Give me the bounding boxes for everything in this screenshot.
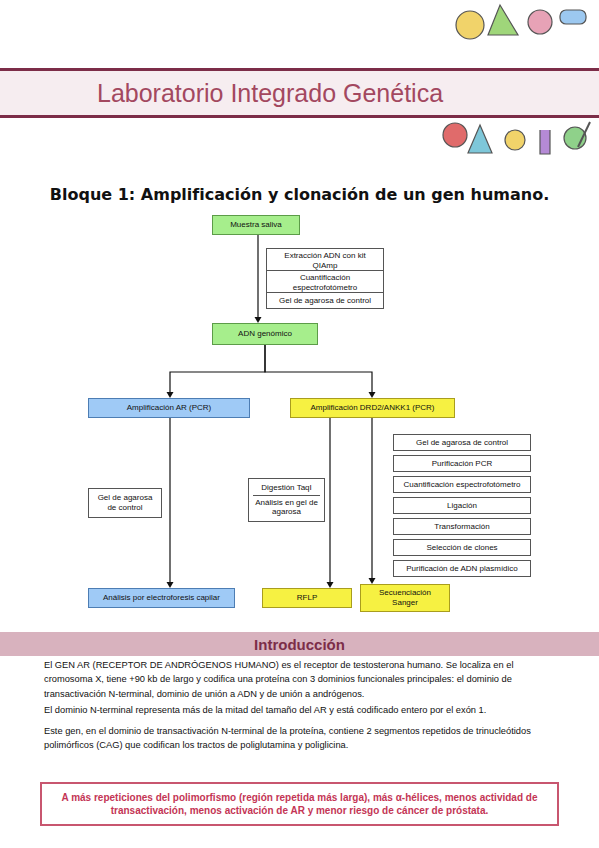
step-box: Gel de agarosa de control [393, 434, 531, 451]
node-text: Gel de agarosa de control [93, 493, 157, 512]
result-box: RFLP [262, 588, 352, 608]
page-title: Bloque 1: Amplificación y clonación de u… [0, 185, 599, 204]
step-box: Transformación [393, 518, 531, 535]
process-box: Amplificación DRD2/ANKK1 (PCR) [290, 398, 455, 418]
flow-connector [255, 235, 262, 323]
connector-line [169, 418, 170, 582]
node-text: Muestra saliva [230, 220, 282, 230]
node-text: Introducción [254, 636, 345, 653]
step-box: Cuantificación espectrofotómetro [393, 476, 531, 493]
node-text: Gel de agarosa de control [416, 438, 508, 448]
node-text: Cuantificación espectrofotómetro [404, 480, 521, 490]
node-text: Amplificación DRD2/ANKK1 (PCR) [310, 403, 434, 413]
node-text: Amplificación AR (PCR) [127, 403, 211, 413]
node-text: Extracción ADN con kit QIAmp [271, 251, 379, 270]
node-text: Digestión TaqI [261, 483, 312, 493]
process-box: ADN genómico [212, 323, 318, 345]
connector-line [170, 345, 265, 392]
node-text: Gel de agarosa de control [279, 296, 371, 306]
node-text: Purificación de ADN plasmídico [406, 564, 518, 574]
result-box: Secuenciación Sanger [360, 584, 450, 612]
connector-line [329, 418, 330, 582]
step-box: Digestión TaqI Análisis en gel de agarosa [248, 478, 325, 522]
node-text: RFLP [297, 593, 317, 603]
node-text: ADN genómico [238, 329, 292, 339]
highlight-box: A más repeticiones del polimorfismo (reg… [40, 782, 559, 826]
flow-connector [327, 418, 334, 588]
node-text: Secuenciación Sanger [365, 588, 445, 607]
step-box: Selección de clones [393, 539, 531, 556]
node-text: Transformación [434, 522, 489, 532]
node-text: Purificación PCR [432, 459, 492, 469]
header-band: Laboratorio Integrado Genética [0, 68, 599, 118]
node-text: Ligación [447, 501, 477, 511]
node-text: Selección de clones [426, 543, 497, 553]
flow-connector [369, 418, 376, 584]
flow-connector [265, 345, 376, 398]
node-text: Análisis en gel de agarosa [253, 495, 320, 517]
node-text: A más repeticiones del polimorfismo (reg… [52, 791, 547, 818]
node-text: Cuantificación espectrofotómetro [271, 273, 379, 292]
step-box: Gel de agarosa de control [88, 488, 162, 518]
connector-line [265, 345, 372, 392]
body-paragraph: El dominio N-terminal representa más de … [44, 703, 559, 717]
node-text: Laboratorio Integrado Genética [97, 79, 443, 108]
step-box: Ligación [393, 497, 531, 514]
flow-connector [167, 418, 174, 588]
step-box: Gel de agarosa de control [266, 292, 384, 309]
node-text: Análisis por electroforesis capilar [103, 593, 220, 603]
connector-line [371, 418, 372, 578]
section-band: Introducción [0, 632, 599, 656]
step-box: Purificación de ADN plasmídico [393, 560, 531, 577]
connector-line [257, 235, 258, 317]
start-box: Muestra saliva [212, 215, 300, 235]
process-box: Amplificación AR (PCR) [88, 398, 250, 418]
flow-connector [167, 345, 266, 398]
step-box: Purificación PCR [393, 455, 531, 472]
body-paragraph: Este gen, en el dominio de transactivaci… [44, 724, 559, 753]
body-paragraph: El GEN AR (RECEPTOR DE ANDRÓGENOS HUMANO… [44, 658, 559, 701]
result-box: Análisis por electroforesis capilar [88, 588, 235, 608]
